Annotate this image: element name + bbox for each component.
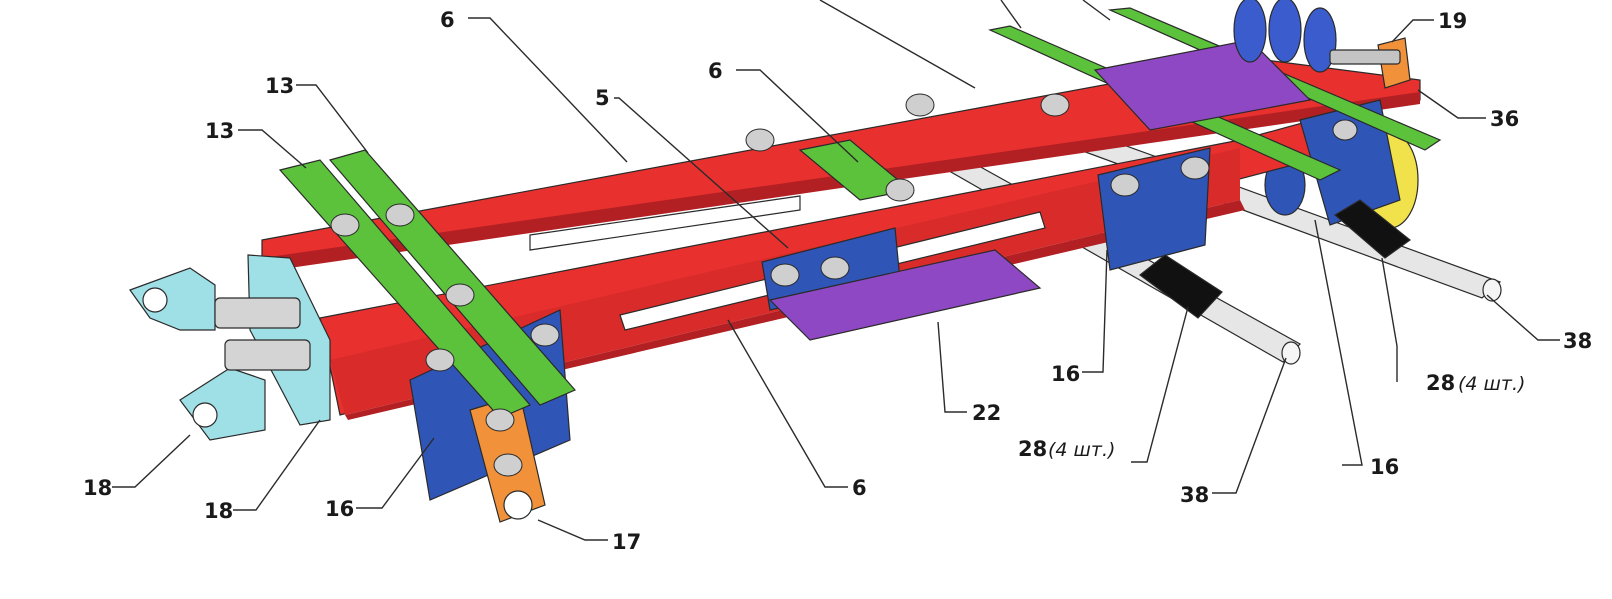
label-22: 22 [972, 401, 1001, 425]
spools-top [1233, 0, 1337, 73]
label-13-b: 13 [205, 119, 234, 143]
label-28-right-qty: (4 шт.) [1458, 373, 1525, 395]
label-17: 17 [612, 530, 641, 554]
label-18-a: 18 [83, 476, 112, 500]
label-6-bottom: 6 [852, 476, 867, 500]
hex-nuts-left [214, 297, 311, 371]
label-18-b: 18 [204, 499, 233, 523]
label-6-mid: 6 [708, 59, 723, 83]
label-19: 19 [1438, 9, 1467, 33]
label-38-right: 38 [1563, 329, 1592, 353]
label-36: 36 [1490, 107, 1519, 131]
label-28-mid: 28 [1018, 437, 1047, 461]
label-16-right: 16 [1370, 455, 1399, 479]
label-13-a: 13 [265, 74, 294, 98]
orange-bracket-19 [1329, 37, 1411, 89]
rubber-sleeve-right [1333, 199, 1411, 259]
leader-lines [112, 0, 1560, 541]
purple-plate-top [1093, 39, 1312, 131]
label-38-mid: 38 [1180, 483, 1209, 507]
label-28-mid-qty: (4 шт.) [1048, 439, 1115, 461]
label-16-mid: 16 [1051, 362, 1080, 386]
label-5: 5 [595, 86, 610, 110]
label-16-left: 16 [325, 497, 354, 521]
label-6-top: 6 [440, 8, 455, 32]
screw-heads [330, 93, 1358, 477]
label-28-right: 28 [1426, 371, 1455, 395]
purple-plate-22 [768, 249, 1042, 341]
cyan-bracket-upper [129, 267, 216, 331]
rubber-sleeve-middle [1139, 254, 1223, 319]
